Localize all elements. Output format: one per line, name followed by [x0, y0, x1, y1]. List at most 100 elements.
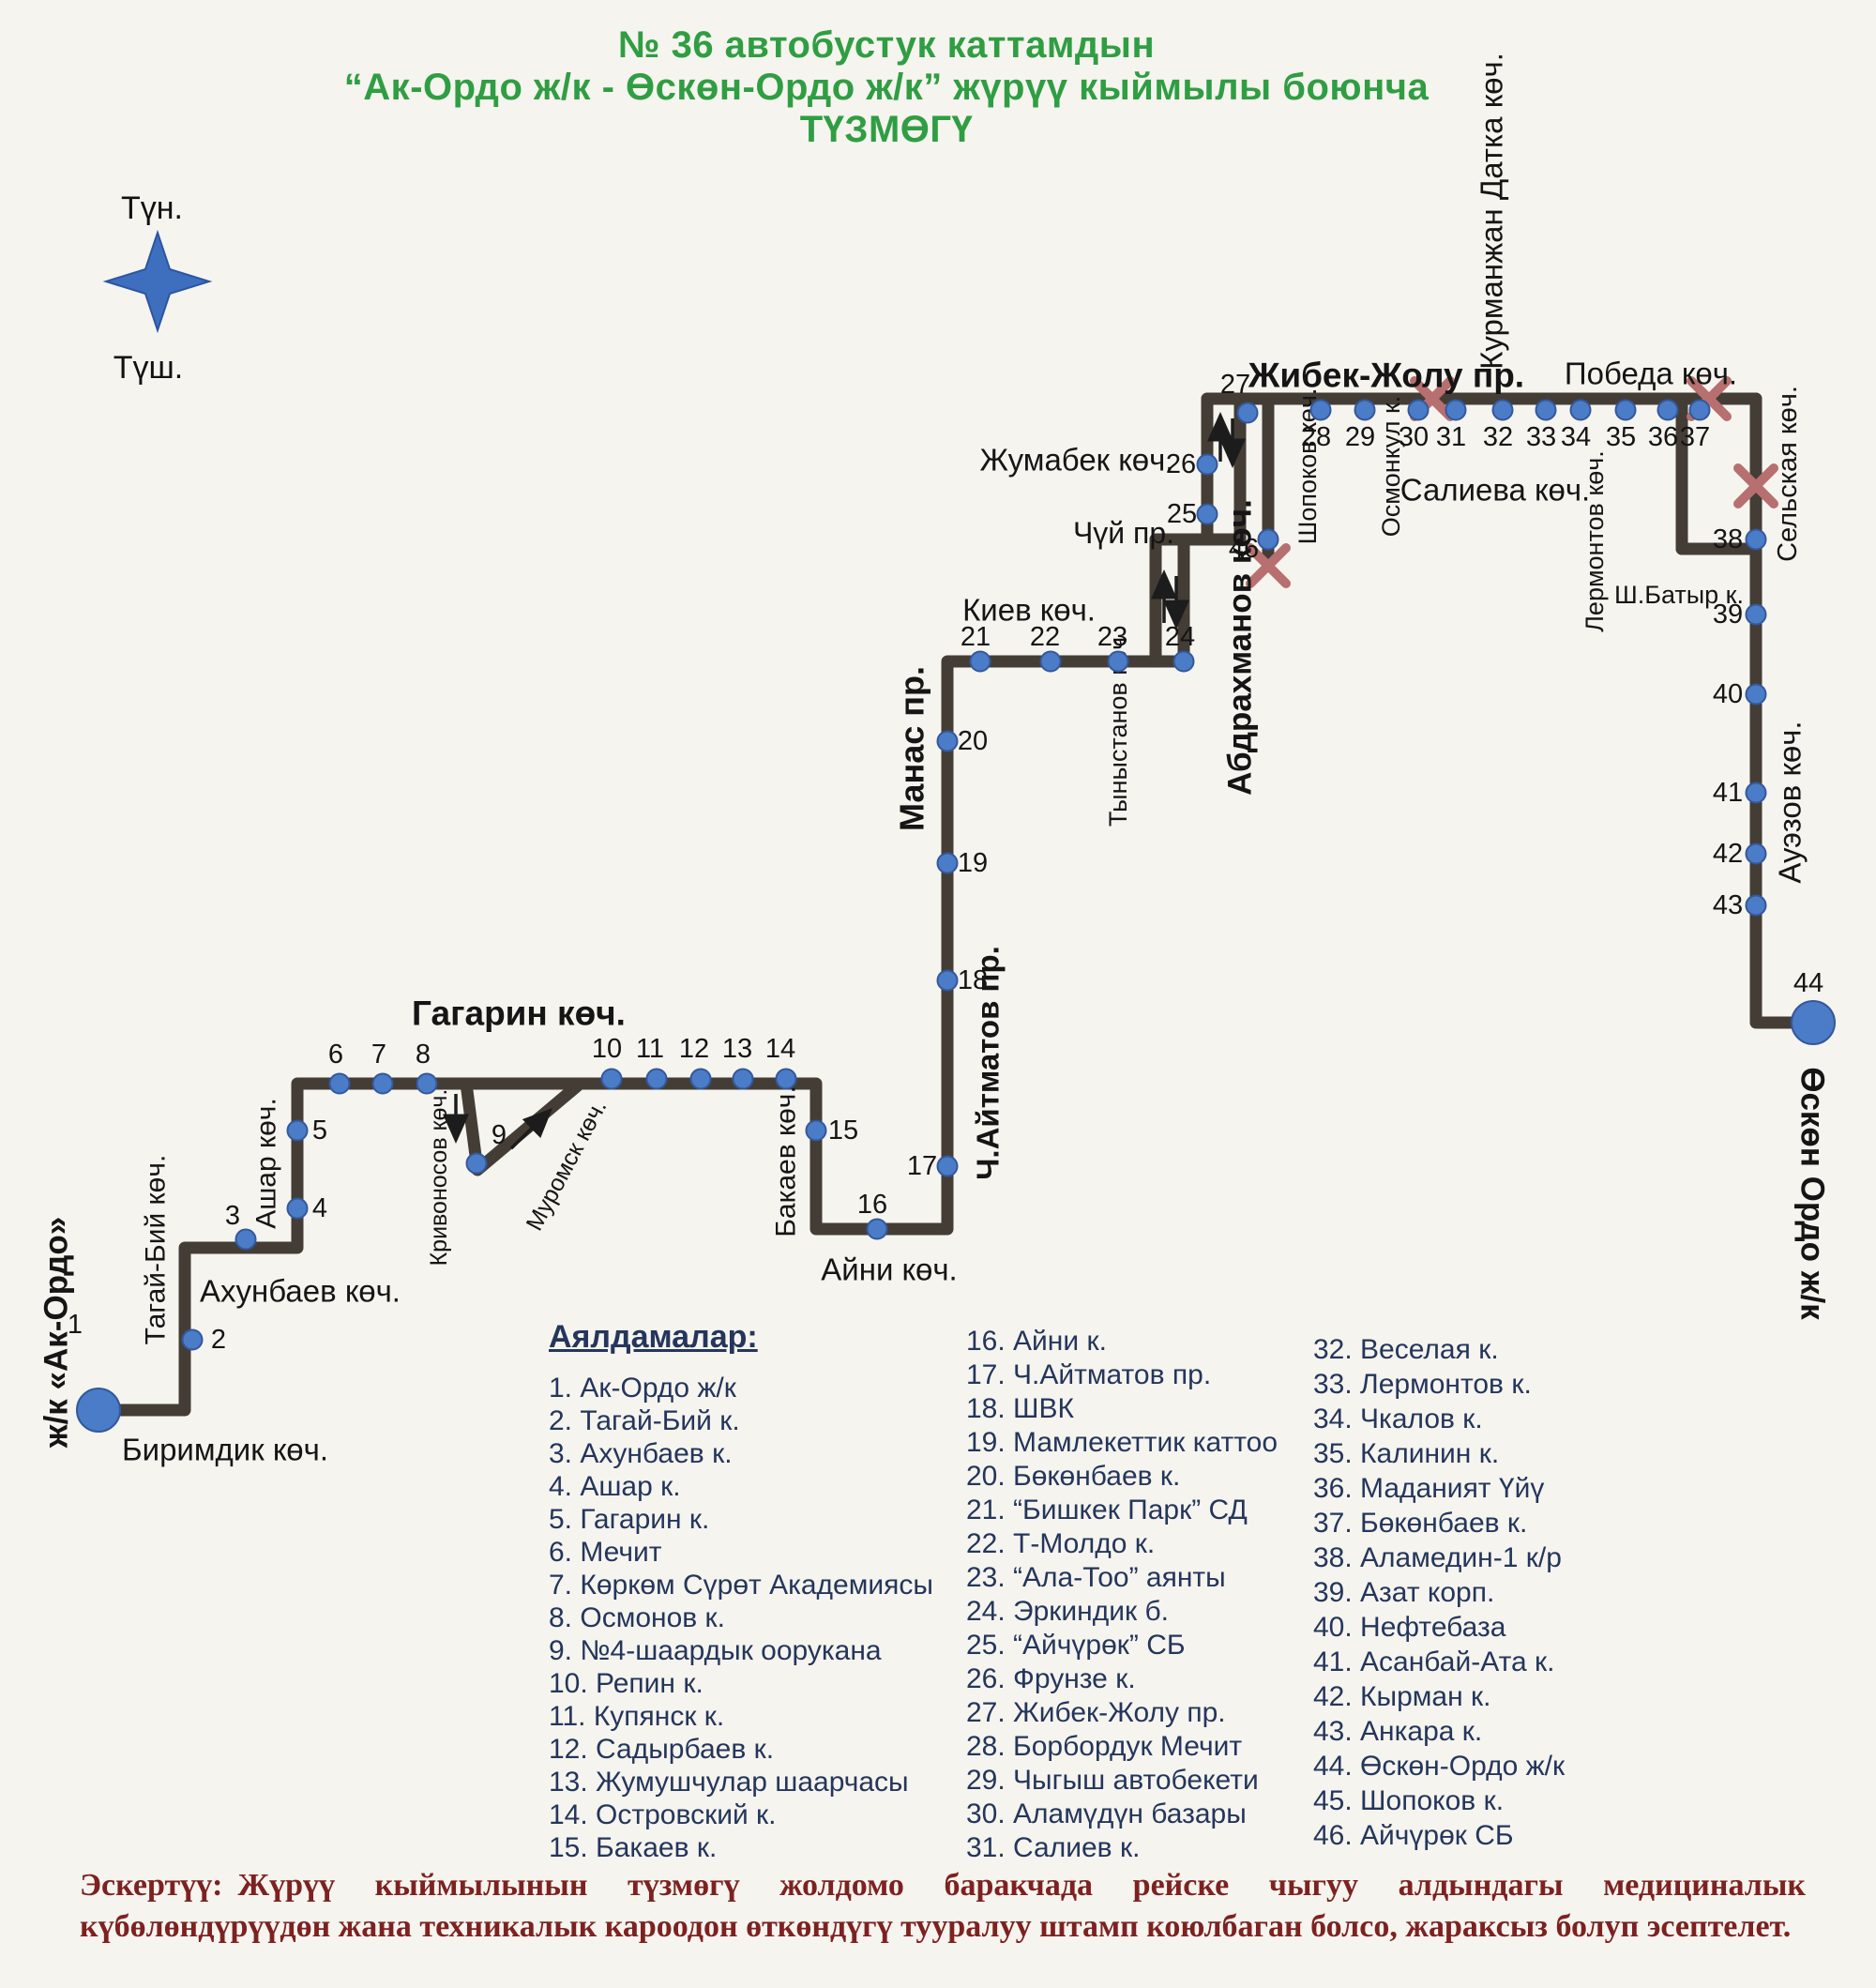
legend-item: 27. Жибек-Жолу пр.: [966, 1697, 1226, 1728]
stop-31-number: 31: [1436, 422, 1466, 452]
stop-35-number: 35: [1606, 422, 1636, 452]
compass-star-icon: [102, 229, 213, 334]
legend-item: 39. Азат корп.: [1313, 1577, 1495, 1608]
stop-36-dot: [1657, 399, 1679, 421]
stop-19-dot: [936, 852, 959, 874]
street-label: Ахунбаев көч.: [200, 1274, 401, 1309]
legend-item: 26. Фрунзе к.: [966, 1663, 1136, 1694]
stop-3-number: 3: [225, 1201, 240, 1231]
street-label: Курманжан Датка көч.: [1475, 53, 1509, 370]
legend-item: 4. Ашар к.: [549, 1471, 681, 1502]
stop-40-dot: [1745, 683, 1767, 706]
stop-32-number: 32: [1483, 422, 1513, 452]
stop-17-number: 17: [907, 1151, 937, 1181]
stop-29-number: 29: [1345, 422, 1375, 452]
stop-34-dot: [1569, 399, 1592, 421]
legend-item: 22. Т-Молдо к.: [966, 1528, 1156, 1559]
stop-21-dot: [969, 650, 991, 673]
street-label: Жумабек көч.: [980, 443, 1174, 478]
stop-17-dot: [936, 1155, 959, 1177]
legend-item: 28. Борбордук Мечит: [966, 1731, 1243, 1762]
street-label: Абдрахманов көч.: [1222, 499, 1259, 796]
stop-18-dot: [936, 969, 959, 992]
street-label: Ш.Батыр к.: [1614, 581, 1744, 609]
stop-38-number: 38: [1713, 524, 1743, 554]
compass: Түн.Түш.: [102, 190, 213, 386]
stop-11-number: 11: [636, 1034, 664, 1064]
street-label: Гагарин көч.: [412, 994, 626, 1033]
stop-9-dot: [465, 1152, 488, 1175]
stop-43-number: 43: [1713, 890, 1743, 920]
page-title: № 36 автобустук каттамдын “Ак-Ордо ж/к -…: [0, 24, 1773, 150]
stop-24-dot: [1172, 650, 1195, 673]
stop-40-number: 40: [1713, 679, 1743, 709]
stop-7-number: 7: [371, 1040, 386, 1070]
legend-item: 12. Садырбаев к.: [549, 1734, 775, 1765]
stop-43-dot: [1745, 894, 1767, 917]
stop-37-number: 37: [1680, 422, 1710, 452]
stop-22-number: 22: [1030, 622, 1060, 652]
legend-item: 15. Бакаев к.: [549, 1832, 718, 1863]
stop-41-number: 41: [1713, 778, 1743, 808]
street-label: Ауэзов көч.: [1773, 721, 1808, 883]
stop-23-number: 23: [1097, 622, 1127, 652]
street-label: Биримдик көч.: [122, 1433, 328, 1467]
legend-item: 10. Репин к.: [549, 1668, 704, 1699]
stop-26-number: 26: [1166, 449, 1196, 479]
stop-10-number: 10: [592, 1034, 622, 1064]
stop-1-number: 1: [68, 1310, 83, 1340]
street-label: Бакаев көч.: [771, 1085, 802, 1237]
legend-item: 42. Кырман к.: [1313, 1681, 1491, 1712]
stop-25-number: 25: [1167, 499, 1197, 529]
legend-item: 45. Шопоков к.: [1313, 1785, 1505, 1816]
stop-26-dot: [1196, 453, 1218, 476]
legend-item: 17. Ч.Айтматов пр.: [966, 1359, 1212, 1390]
title-line-2: “Ак-Ордо ж/к - Өскөн-Ордо ж/к” жүрүү кый…: [343, 66, 1430, 108]
legend-item: 19. Мамлекеттик каттоо: [966, 1427, 1278, 1458]
stop-6-dot: [328, 1072, 351, 1095]
legend-item: 37. Бөкөнбаев к.: [1313, 1508, 1528, 1539]
legend-heading: Аялдамалар:: [549, 1319, 758, 1355]
stop-44-dot: [1791, 1000, 1836, 1045]
legend-item: 6. Мечит: [549, 1537, 662, 1568]
legend-item: 7. Көркөм Сүрөт Академиясы: [549, 1570, 933, 1601]
street-label: Кривоносов көч.: [426, 1089, 452, 1267]
stop-14-number: 14: [765, 1034, 795, 1064]
stop-28-number: 28: [1301, 422, 1331, 452]
legend-item: 36. Маданият Үйү: [1313, 1473, 1545, 1504]
stop-11-dot: [645, 1068, 668, 1090]
legend-item: 18. ШВК: [966, 1393, 1075, 1424]
legend-item: 25. “Айчүрөк” СБ: [966, 1630, 1186, 1661]
compass-north-label: Түн.: [121, 190, 183, 226]
street-label: Жибек-Жолу пр.: [1248, 357, 1524, 395]
stop-25-dot: [1196, 503, 1218, 525]
stop-16-number: 16: [857, 1190, 887, 1220]
stop-16-dot: [866, 1218, 888, 1240]
legend-item: 41. Асанбай-Ата к.: [1313, 1647, 1555, 1677]
street-label: Сельская көч.: [1773, 386, 1803, 562]
street-label: Осмонкул к.: [1377, 396, 1405, 538]
legend-item: 3. Ахунбаев к.: [549, 1438, 733, 1469]
legend-item: 30. Аламүдүн базары: [966, 1798, 1247, 1829]
stop-12-number: 12: [679, 1034, 709, 1064]
legend-item: 21. “Бишкек Парк” СД: [966, 1495, 1248, 1525]
stop-32-dot: [1491, 399, 1514, 421]
stop-24-number: 24: [1165, 622, 1195, 652]
stop-21-number: 21: [961, 622, 991, 652]
stop-33-number: 33: [1526, 422, 1556, 452]
legend-item: 8. Осмонов к.: [549, 1602, 725, 1633]
stop-20-dot: [936, 730, 959, 752]
stop-22-dot: [1039, 650, 1062, 673]
legend-item: 11. Купянск к.: [549, 1701, 725, 1732]
stop-23-dot: [1107, 650, 1129, 673]
direction-arrow-icon: [509, 1108, 553, 1150]
legend-item: 43. Анкара к.: [1313, 1716, 1483, 1747]
rail-crossing-x-icon: [1246, 543, 1291, 588]
street-label: Победа көч.: [1565, 357, 1737, 391]
stop-18-number: 18: [958, 965, 988, 995]
stop-13-number: 13: [722, 1034, 752, 1064]
